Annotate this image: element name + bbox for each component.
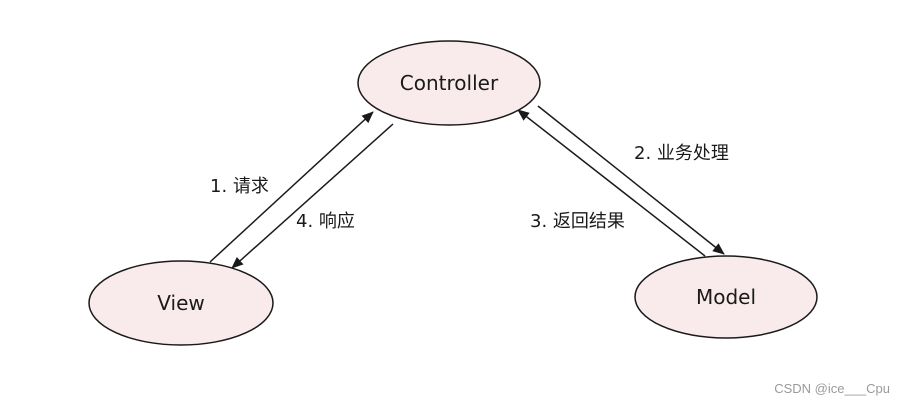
view-label: View (157, 291, 204, 315)
controller-label: Controller (400, 71, 499, 95)
request-arrow (209, 111, 374, 263)
business-label: 2. 业务处理 (634, 143, 729, 164)
business-arrow (537, 105, 725, 255)
view-node: View (88, 260, 274, 346)
watermark: CSDN @ice___Cpu (774, 381, 890, 396)
result-label: 3. 返回结果 (530, 211, 625, 232)
controller-node: Controller (357, 40, 541, 126)
request-label: 1. 请求 (210, 176, 269, 197)
model-label: Model (696, 285, 756, 309)
response-arrow (231, 123, 394, 269)
model-node: Model (634, 255, 818, 339)
result-arrow (517, 109, 706, 257)
response-label: 4. 响应 (296, 211, 355, 232)
